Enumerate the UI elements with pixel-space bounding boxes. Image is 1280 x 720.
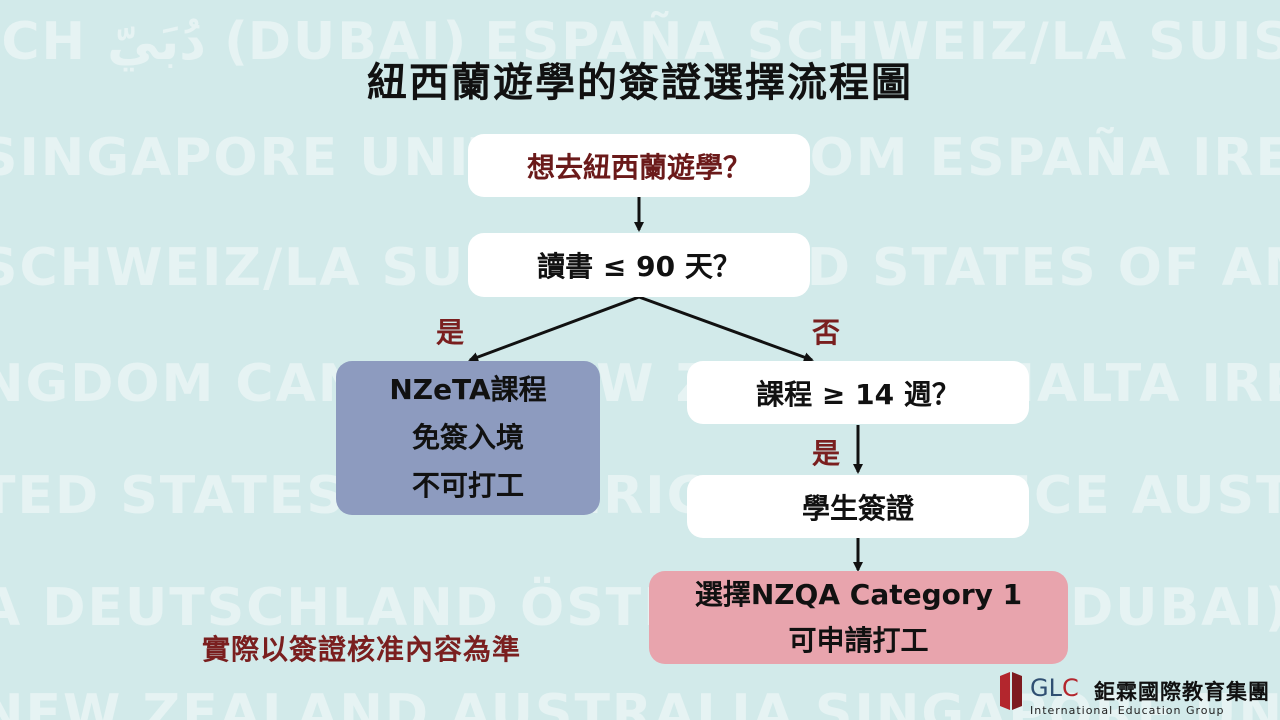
logo-glc-text: GLC	[1030, 674, 1079, 702]
arrow-q2-to-nzeta	[468, 295, 640, 362]
logo-english-name: International Education Group	[1030, 704, 1225, 717]
glc-logo: GLC 鉅霖國際教育集團 International Education Gro…	[996, 670, 1271, 717]
logo-gl: GL	[1030, 674, 1062, 702]
logo-mark-icon	[1000, 672, 1022, 710]
label-no-right: 否	[812, 316, 841, 349]
category-line: 可申請打工	[788, 623, 929, 657]
disclaimer-note: 實際以簽證核准內容為準	[202, 633, 522, 666]
arrow-q2-to-q3	[638, 295, 814, 362]
nzeta-line: NZeTA課程	[389, 373, 547, 406]
question-want-nz-study: 想去紐西蘭遊學？	[468, 134, 810, 197]
page-title: 紐西蘭遊學的簽證選擇流程圖	[367, 60, 913, 106]
student-visa-box: 學生簽證	[687, 475, 1029, 538]
category-box: 選擇NZQA Category 1 可申請打工	[649, 571, 1068, 664]
nzeta-box: NZeTA課程 免簽入境 不可打工	[336, 361, 600, 515]
label-yes-down: 是	[812, 437, 841, 470]
logo-c: C	[1061, 674, 1079, 702]
question-study-duration: 讀書 ≤ 90 天？	[468, 233, 810, 297]
nzeta-line: 免簽入境	[411, 421, 524, 454]
nzeta-line: 不可打工	[411, 469, 524, 502]
label-yes-left: 是	[436, 316, 465, 349]
logo-chinese-name: 鉅霖國際教育集團	[1094, 680, 1270, 704]
category-line: 選擇NZQA Category 1	[694, 577, 1023, 611]
question-course-weeks: 課程 ≥ 14 週？	[687, 361, 1029, 424]
